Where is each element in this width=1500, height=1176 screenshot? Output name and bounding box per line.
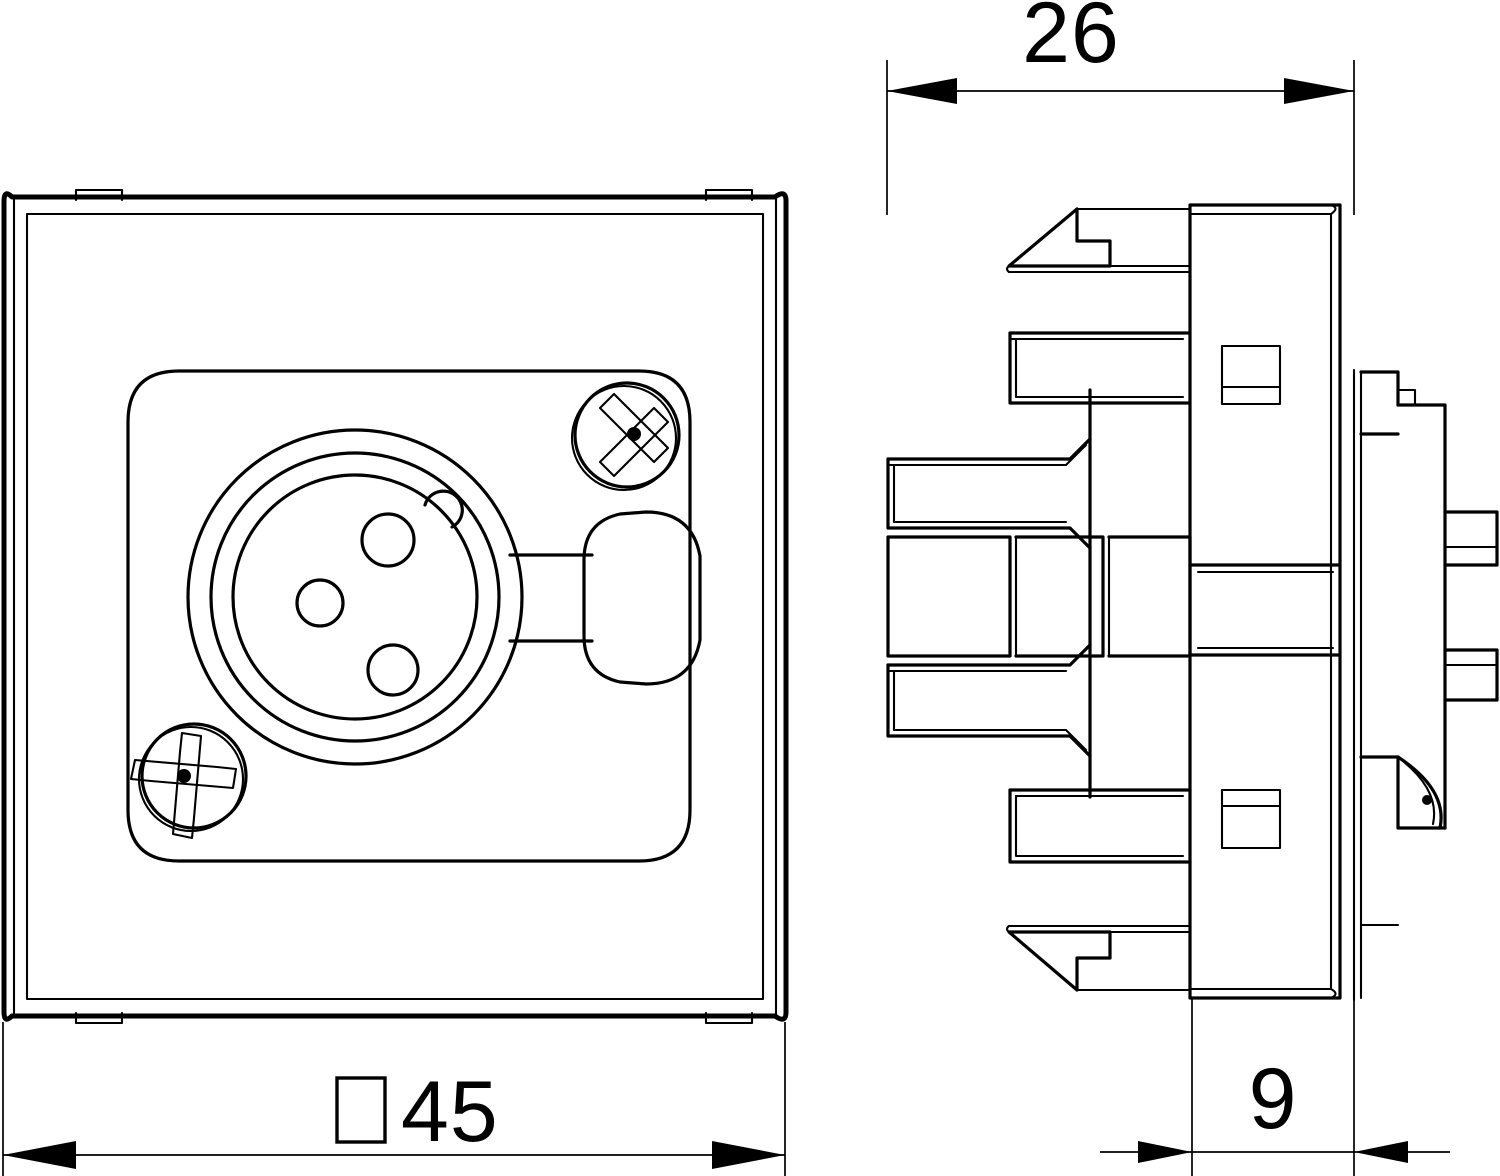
front-view: 45 — [1, 188, 789, 1176]
mounting-arm-upper — [886, 437, 1092, 550]
mounting-rib-upper — [1008, 331, 1192, 405]
flange-slot-lower — [1220, 788, 1282, 850]
flange-slot-upper — [1220, 344, 1282, 406]
front-flange-plate — [1188, 203, 1342, 1000]
xlr-connector — [186, 428, 702, 766]
mounting-rib-lower — [1008, 788, 1192, 864]
xlr-pin-1 — [360, 512, 416, 568]
dimension-flange-9: 9 — [1100, 998, 1450, 1176]
side-view: 26 — [886, 0, 1499, 1176]
dimension-value-45: 45 — [401, 1064, 499, 1160]
module-faceplate — [1, 188, 789, 1025]
square-symbol-icon — [335, 1076, 387, 1144]
mounting-arm-lower — [886, 643, 1092, 758]
screw-top-right — [570, 381, 681, 492]
xlr-pin-3 — [366, 643, 420, 697]
dimension-value-26: 26 — [1022, 0, 1120, 81]
xlr-pin-2 — [295, 578, 345, 628]
screw-bottom-left — [129, 722, 248, 840]
dimension-value-9: 9 — [1249, 1051, 1298, 1147]
snap-claw-top — [1005, 207, 1192, 274]
center-plateau — [886, 535, 1192, 658]
dimension-depth-26: 26 — [886, 0, 1355, 215]
snap-claw-bottom — [1005, 924, 1192, 992]
dimension-width-45: 45 — [2, 1022, 786, 1176]
release-latch-button[interactable] — [508, 510, 702, 686]
rear-connector-body — [1352, 368, 1499, 1002]
keyway-notch — [423, 489, 464, 529]
connector-housing-plate — [126, 369, 692, 863]
